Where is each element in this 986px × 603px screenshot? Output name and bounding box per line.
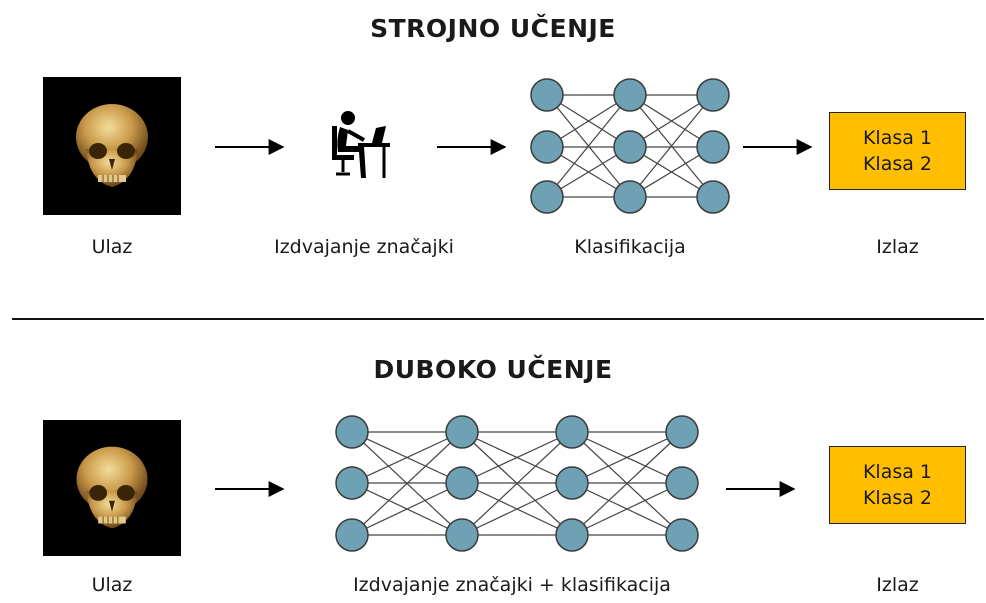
- network-node: [555, 415, 589, 449]
- input-label: Ulaz: [91, 236, 133, 258]
- network-node: [555, 466, 589, 500]
- step-label-feature-extraction: Izdvajanje značajki: [274, 236, 454, 258]
- network-node: [696, 180, 730, 214]
- input-label: Ulaz: [91, 574, 133, 596]
- network-node: [665, 415, 699, 449]
- network-connection: [461, 431, 573, 484]
- input-skull-image: [43, 420, 181, 556]
- output-class-2: Klasa 2: [862, 153, 933, 175]
- output-class-box: Klasa 1 Klasa 2: [829, 446, 966, 524]
- network-connection: [461, 482, 573, 536]
- output-class-box: Klasa 1 Klasa 2: [829, 112, 966, 190]
- network-node: [555, 518, 589, 552]
- output-class-1: Klasa 1: [862, 127, 933, 149]
- section-title-deep-learning: DUBOKO UČENJE: [373, 355, 613, 384]
- step-label-feature-extraction-classification: Izdvajanje značajki + klasifikacija: [353, 574, 671, 596]
- network-node: [530, 180, 564, 214]
- section-title-machine-learning: STROJNO UČENJE: [370, 14, 616, 43]
- output-class-1: Klasa 1: [862, 461, 933, 483]
- network-connection: [351, 431, 463, 484]
- network-connection: [546, 94, 631, 198]
- section-divider: [12, 318, 984, 320]
- output-label: Izlaz: [876, 236, 919, 258]
- network-node: [335, 466, 369, 500]
- network-connection: [571, 482, 683, 536]
- network-connection: [351, 482, 463, 536]
- skull-icon: [76, 446, 148, 529]
- network-node: [445, 466, 479, 500]
- network-node: [530, 78, 564, 112]
- network-connection: [571, 431, 683, 484]
- network-node: [696, 130, 730, 164]
- network-connection: [571, 431, 683, 536]
- network-node: [696, 78, 730, 112]
- input-skull-image: [43, 77, 181, 215]
- network-node: [445, 415, 479, 449]
- output-class-2: Klasa 2: [862, 487, 933, 509]
- skull-icon: [76, 104, 148, 187]
- network-node: [613, 180, 647, 214]
- network-node: [335, 415, 369, 449]
- network-node: [665, 466, 699, 500]
- network-connection: [351, 431, 463, 536]
- network-node: [445, 518, 479, 552]
- step-label-classification: Klasifikacija: [574, 236, 686, 258]
- network-connection: [629, 94, 714, 198]
- network-node: [613, 130, 647, 164]
- network-node: [665, 518, 699, 552]
- network-connection: [461, 431, 573, 536]
- output-label: Izlaz: [876, 574, 919, 596]
- network-node: [530, 130, 564, 164]
- network-node: [335, 518, 369, 552]
- network-node: [613, 78, 647, 112]
